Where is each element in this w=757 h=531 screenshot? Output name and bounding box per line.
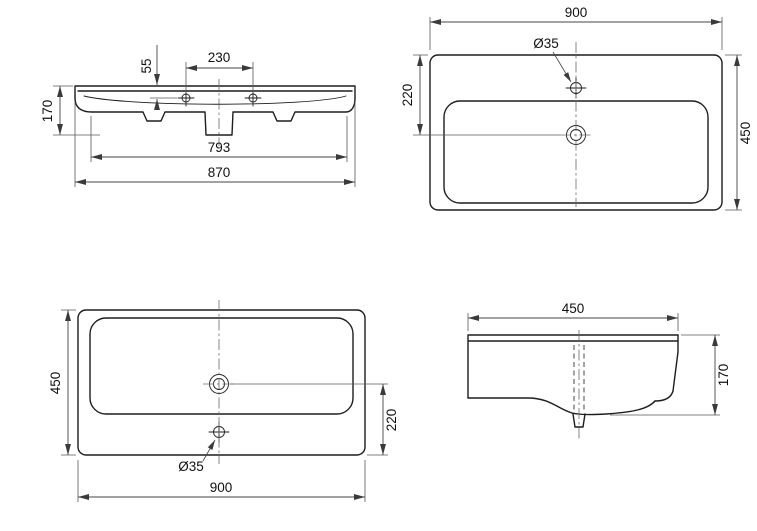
side-front-outline: [654, 334, 679, 402]
front-faucet-hole-circle: [248, 93, 258, 103]
front-overall-width-dim: 870: [208, 165, 231, 180]
plan-top-view: 900 Ø35 450 220: [400, 5, 753, 211]
front-hole-spacing-dim: 230: [208, 50, 231, 65]
front-rim-outline: [74, 85, 356, 99]
plan-top-centerlines: [560, 42, 592, 207]
plan-bottom-hole-leader: [202, 439, 216, 462]
side-extension-lines: [467, 313, 720, 416]
front-height-dim: 170: [40, 100, 55, 123]
plan-bottom-depth-dim: 450: [48, 372, 63, 395]
plan-top-drain-offset-dim: 220: [400, 84, 415, 107]
side-depth-dim: 450: [562, 301, 585, 316]
plan-bottom-centerlines: [203, 300, 235, 464]
plan-top-hole-leader: [552, 51, 572, 83]
plan-bottom-outer-rim: [77, 309, 366, 456]
front-extension-lines: [53, 62, 356, 187]
plan-bottom-extension-lines: [61, 309, 388, 502]
front-faucet-hole-circle: [181, 93, 191, 103]
plan-top-width-dim: 900: [565, 5, 588, 20]
side-drain-hidden-lines: [573, 345, 585, 412]
plan-bottom-view: 450 220 Ø35 900: [48, 300, 399, 502]
side-drain-stub: [572, 413, 586, 428]
plan-bottom-hole-diameter-label: Ø35: [178, 459, 204, 474]
front-hole-setback-dim: 55: [139, 58, 154, 73]
side-height-dim: 170: [716, 364, 731, 387]
plan-top-hole-diameter-label: Ø35: [533, 36, 559, 51]
side-elevation-view: 450 170: [467, 301, 731, 440]
front-bowl-curve: [83, 95, 347, 105]
plan-bottom-width-dim: 900: [210, 480, 233, 495]
plan-bottom-drain-offset-dim: 220: [384, 409, 399, 432]
front-inner-width-dim: 793: [208, 140, 231, 155]
plan-bottom-basin-opening: [89, 317, 354, 415]
plan-top-outer-rim: [429, 54, 723, 211]
front-elevation-view: 230 55 170 793 870: [40, 45, 356, 187]
plan-top-extension-lines: [413, 17, 742, 211]
front-underside-outline: [74, 97, 356, 136]
plan-top-depth-dim: 450: [738, 122, 753, 145]
side-underside-outline: [467, 397, 656, 416]
front-faucet-hole-marks: [177, 89, 262, 107]
side-top-outline: [467, 334, 679, 399]
